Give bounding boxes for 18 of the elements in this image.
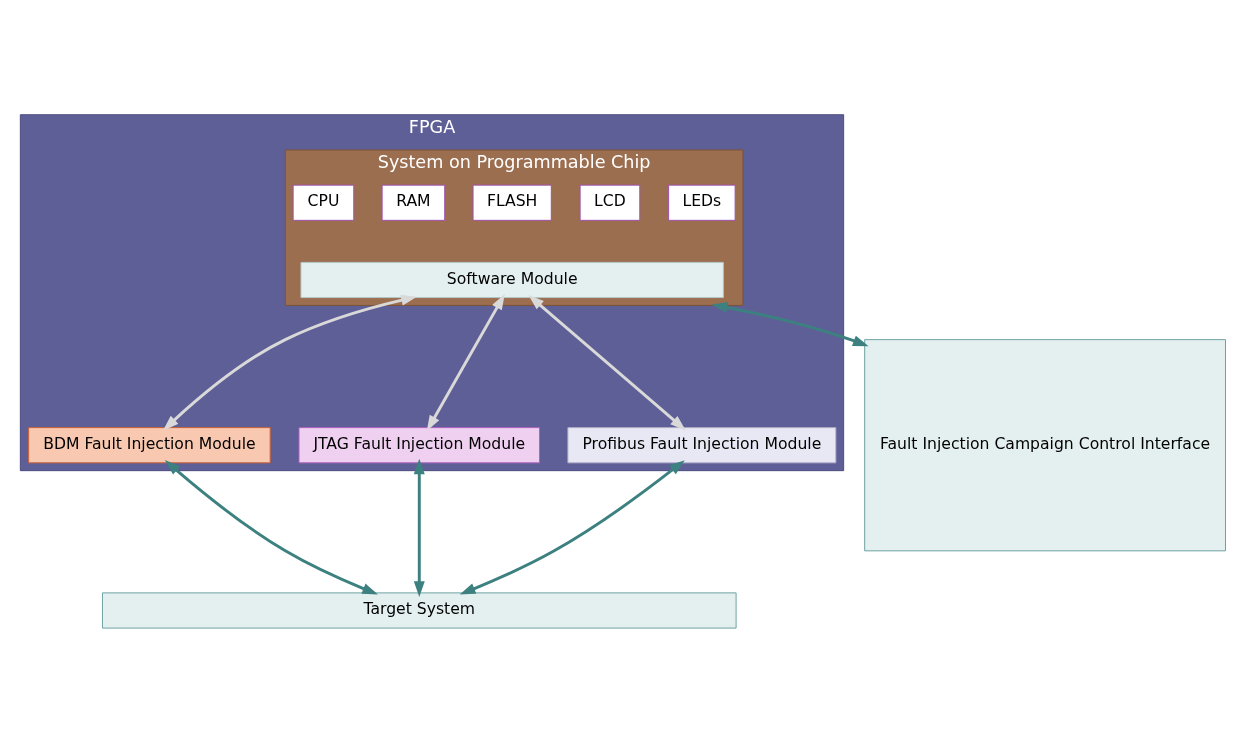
node-box: JTAG Fault Injection Module: [298, 427, 541, 464]
arrow: [164, 460, 378, 595]
arrow: [426, 293, 505, 432]
node-box: RAM: [381, 184, 446, 221]
arrow: [711, 302, 869, 347]
arrow: [528, 294, 686, 431]
node-box: LCD: [579, 184, 641, 221]
node-box: LEDs: [668, 184, 736, 221]
arrow: [163, 294, 417, 431]
arrow: [459, 460, 685, 595]
node-box: Target System: [102, 592, 737, 629]
node-box: Fault Injection Campaign Control Interface: [864, 339, 1226, 552]
arrow: [413, 458, 425, 597]
node-box: FLASH: [472, 184, 552, 221]
node-box: CPU: [292, 184, 355, 221]
node-box: BDM Fault Injection Module: [28, 427, 271, 464]
node-box: Profibus Fault Injection Module: [567, 427, 837, 464]
node-box: Software Module: [300, 261, 724, 299]
